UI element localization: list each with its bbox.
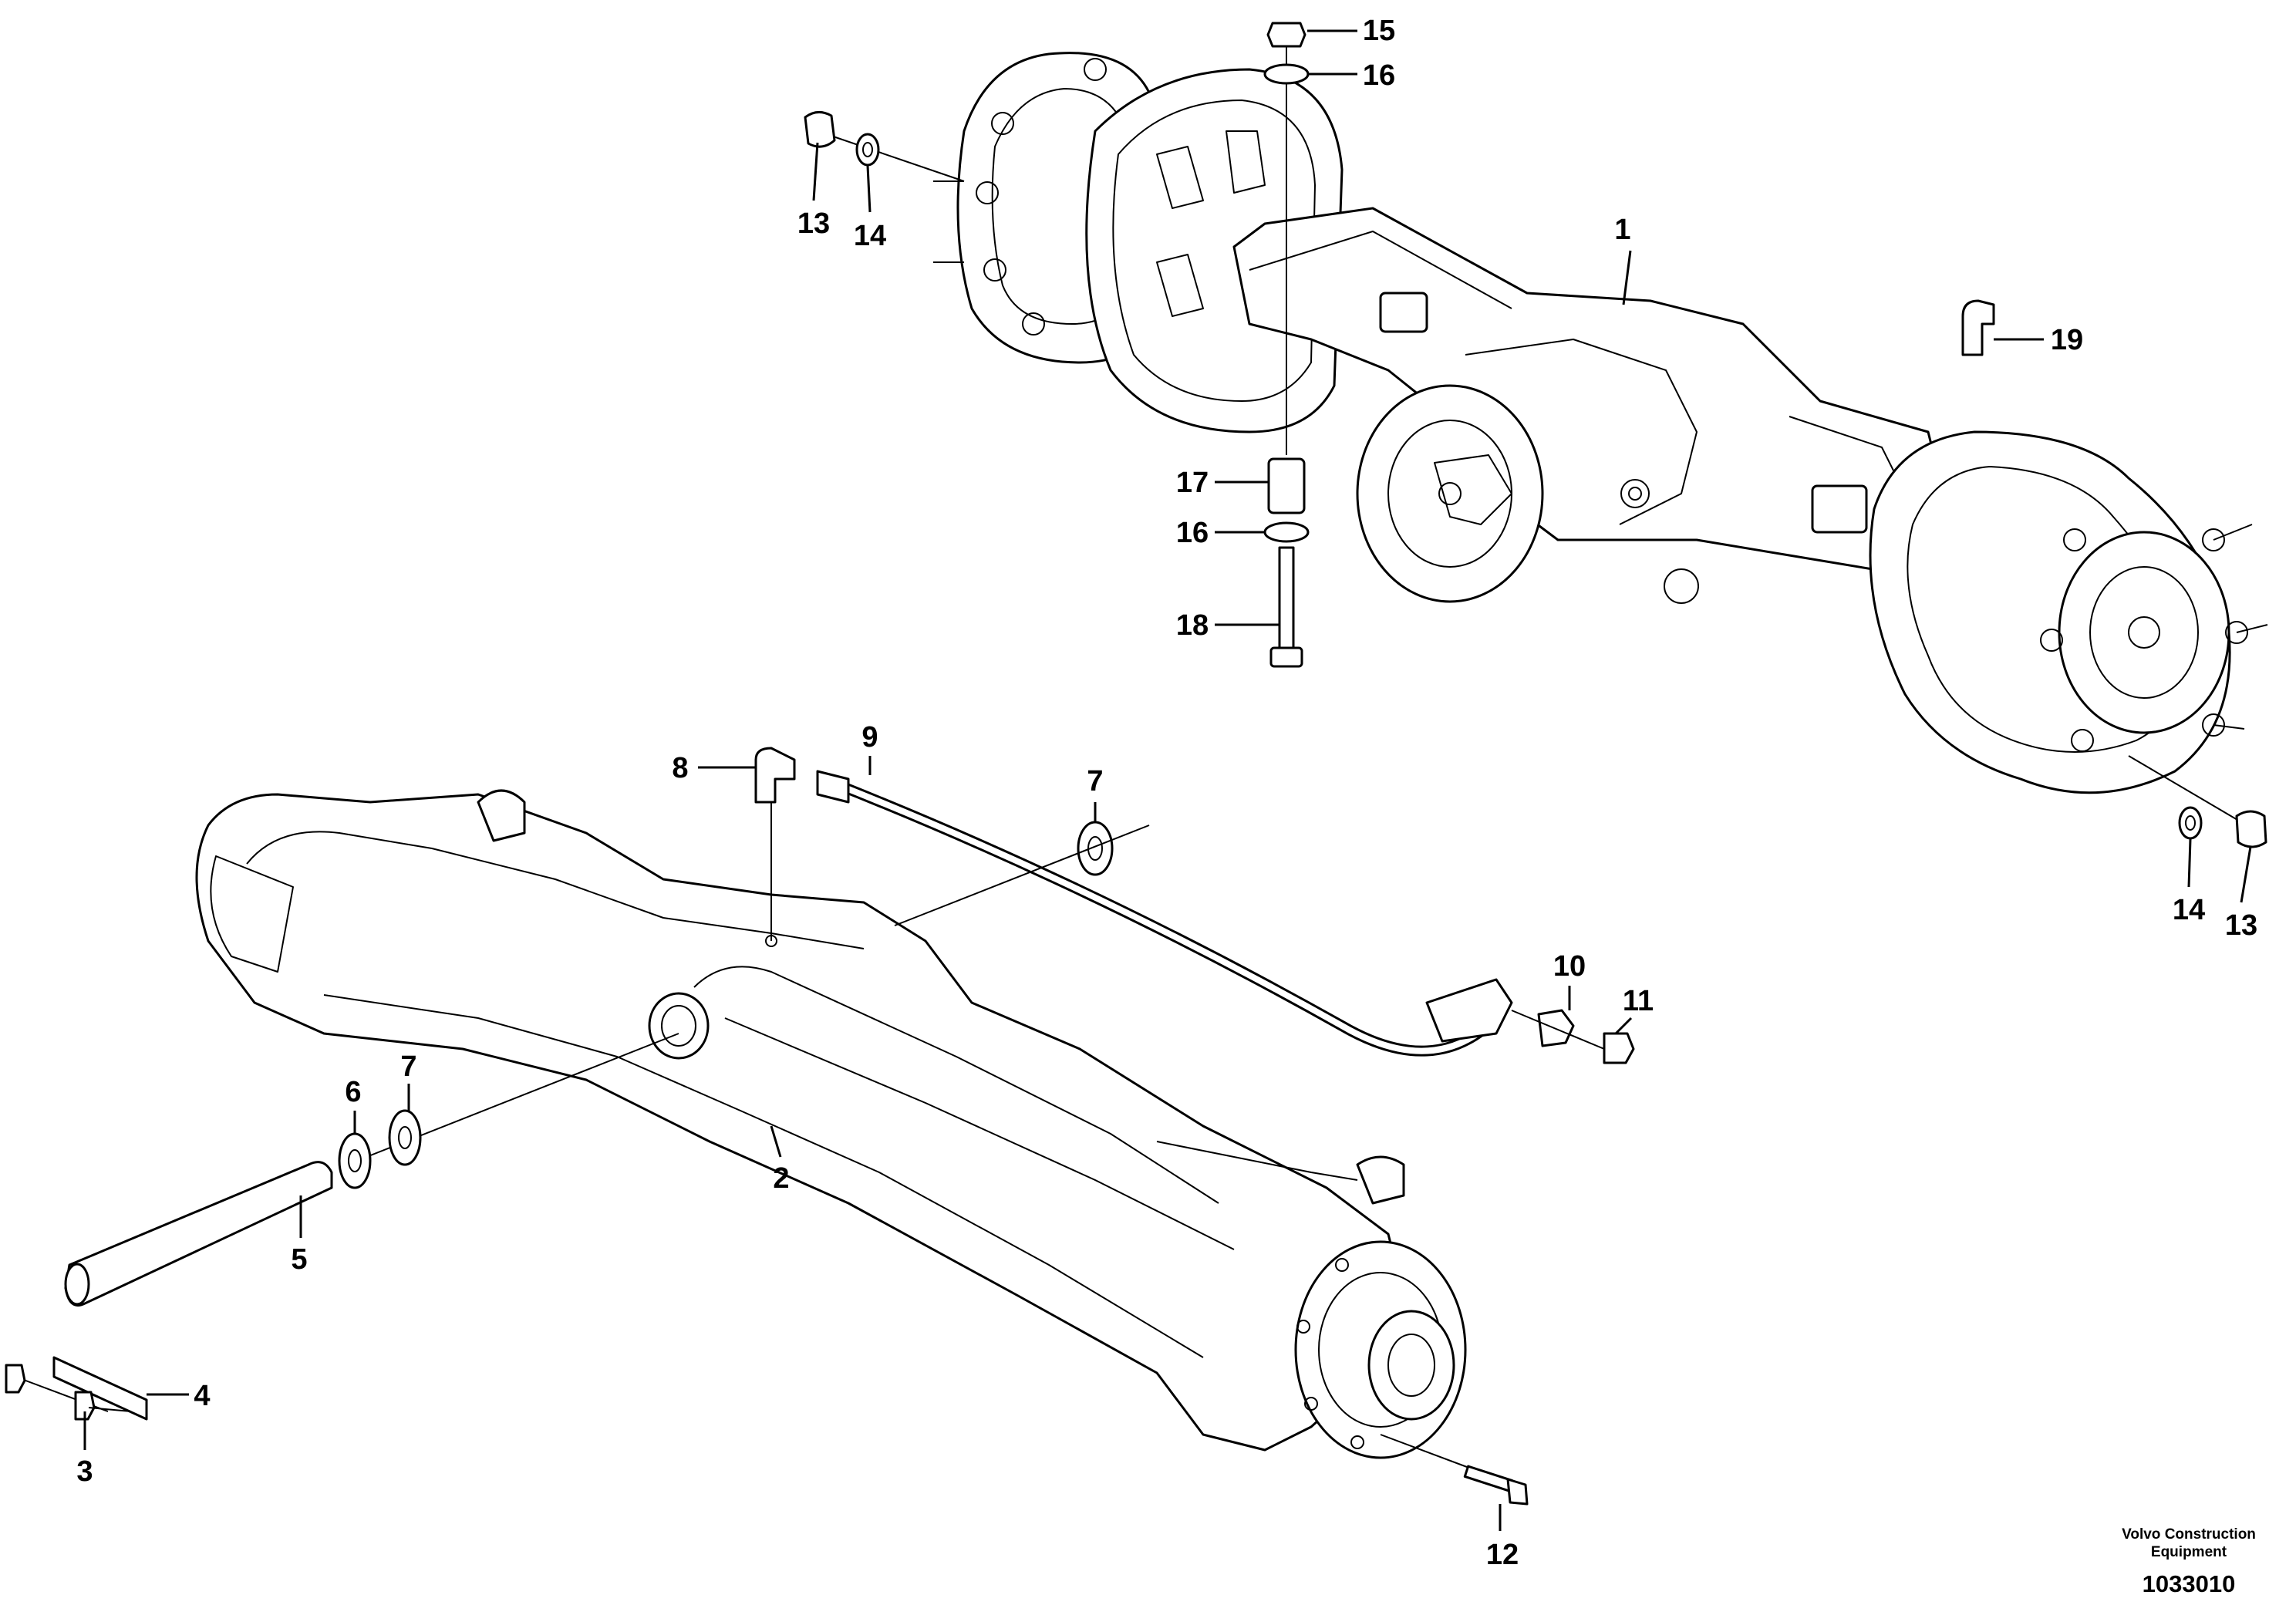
right-wheel-hub bbox=[1869, 430, 2268, 794]
pivot-pin-assembly bbox=[64, 1033, 679, 1307]
callout-15: 15 bbox=[1363, 15, 1395, 47]
callout-14-lower: 14 bbox=[2173, 894, 2205, 926]
callout-18: 18 bbox=[1176, 609, 1209, 642]
callout-8: 8 bbox=[672, 752, 688, 784]
callout-12: 12 bbox=[1486, 1539, 1519, 1571]
callout-7-lower: 7 bbox=[400, 1050, 416, 1083]
axle-center-housing bbox=[1232, 207, 1945, 604]
drawing-number: 1033010 bbox=[2143, 1570, 2236, 1597]
elbow-fitting-8 bbox=[754, 747, 796, 804]
callout-labels: 1 2 3 4 5 6 7 7 8 9 10 11 12 13 13 14 14… bbox=[76, 15, 2257, 1571]
right-nut-washer bbox=[2128, 755, 2267, 848]
plug-11 bbox=[1603, 1032, 1635, 1064]
callout-4: 4 bbox=[194, 1380, 210, 1412]
left-brake-housing bbox=[1085, 68, 1344, 433]
callout-17: 17 bbox=[1176, 467, 1209, 499]
washer-7-top-axis bbox=[894, 824, 1150, 926]
brand-line-2: Equipment bbox=[2151, 1544, 2227, 1560]
washer-16-top bbox=[1263, 63, 1310, 85]
bushing-17 bbox=[1267, 457, 1306, 514]
callout-6: 6 bbox=[345, 1076, 361, 1108]
bolt-18-head bbox=[1269, 646, 1303, 668]
left-nut-washer bbox=[804, 111, 965, 182]
callout-3: 3 bbox=[76, 1455, 93, 1488]
bolt-18 bbox=[1278, 546, 1295, 649]
callout-11: 11 bbox=[1623, 985, 1654, 1017]
fittings-axis bbox=[1511, 1010, 1605, 1050]
axle-cradle bbox=[195, 789, 1467, 1459]
brand-line-1: Volvo Construction bbox=[2122, 1526, 2256, 1543]
callout-13-upper: 13 bbox=[797, 207, 830, 240]
callout-9: 9 bbox=[861, 721, 878, 754]
nut-15 bbox=[1266, 22, 1306, 48]
callout-14-upper: 14 bbox=[854, 220, 886, 252]
callout-16-upper: 16 bbox=[1363, 59, 1395, 92]
callout-5: 5 bbox=[291, 1243, 307, 1276]
washer-7-top bbox=[1077, 821, 1114, 876]
callout-16-lower: 16 bbox=[1176, 517, 1209, 549]
lock-plate-assembly bbox=[5, 1356, 148, 1421]
rear-axle-assembly bbox=[804, 22, 2268, 848]
callout-10: 10 bbox=[1553, 950, 1586, 983]
callout-2: 2 bbox=[773, 1162, 789, 1195]
callout-13-lower: 13 bbox=[2225, 909, 2257, 942]
elbow-fitting-19 bbox=[1961, 299, 1995, 356]
leader-lines bbox=[83, 29, 2252, 1531]
callout-1: 1 bbox=[1614, 214, 1630, 246]
brake-disc bbox=[1356, 384, 1544, 603]
hose-9 bbox=[816, 770, 1513, 1057]
washer-16-bottom bbox=[1263, 521, 1310, 543]
output-flange bbox=[1294, 1240, 1467, 1459]
callout-19: 19 bbox=[2051, 324, 2083, 356]
brand-block: Volvo Construction Equipment 1033010 bbox=[2122, 1526, 2256, 1597]
bolt-12-assembly bbox=[1380, 1434, 1529, 1506]
callout-7-upper: 7 bbox=[1087, 765, 1103, 798]
